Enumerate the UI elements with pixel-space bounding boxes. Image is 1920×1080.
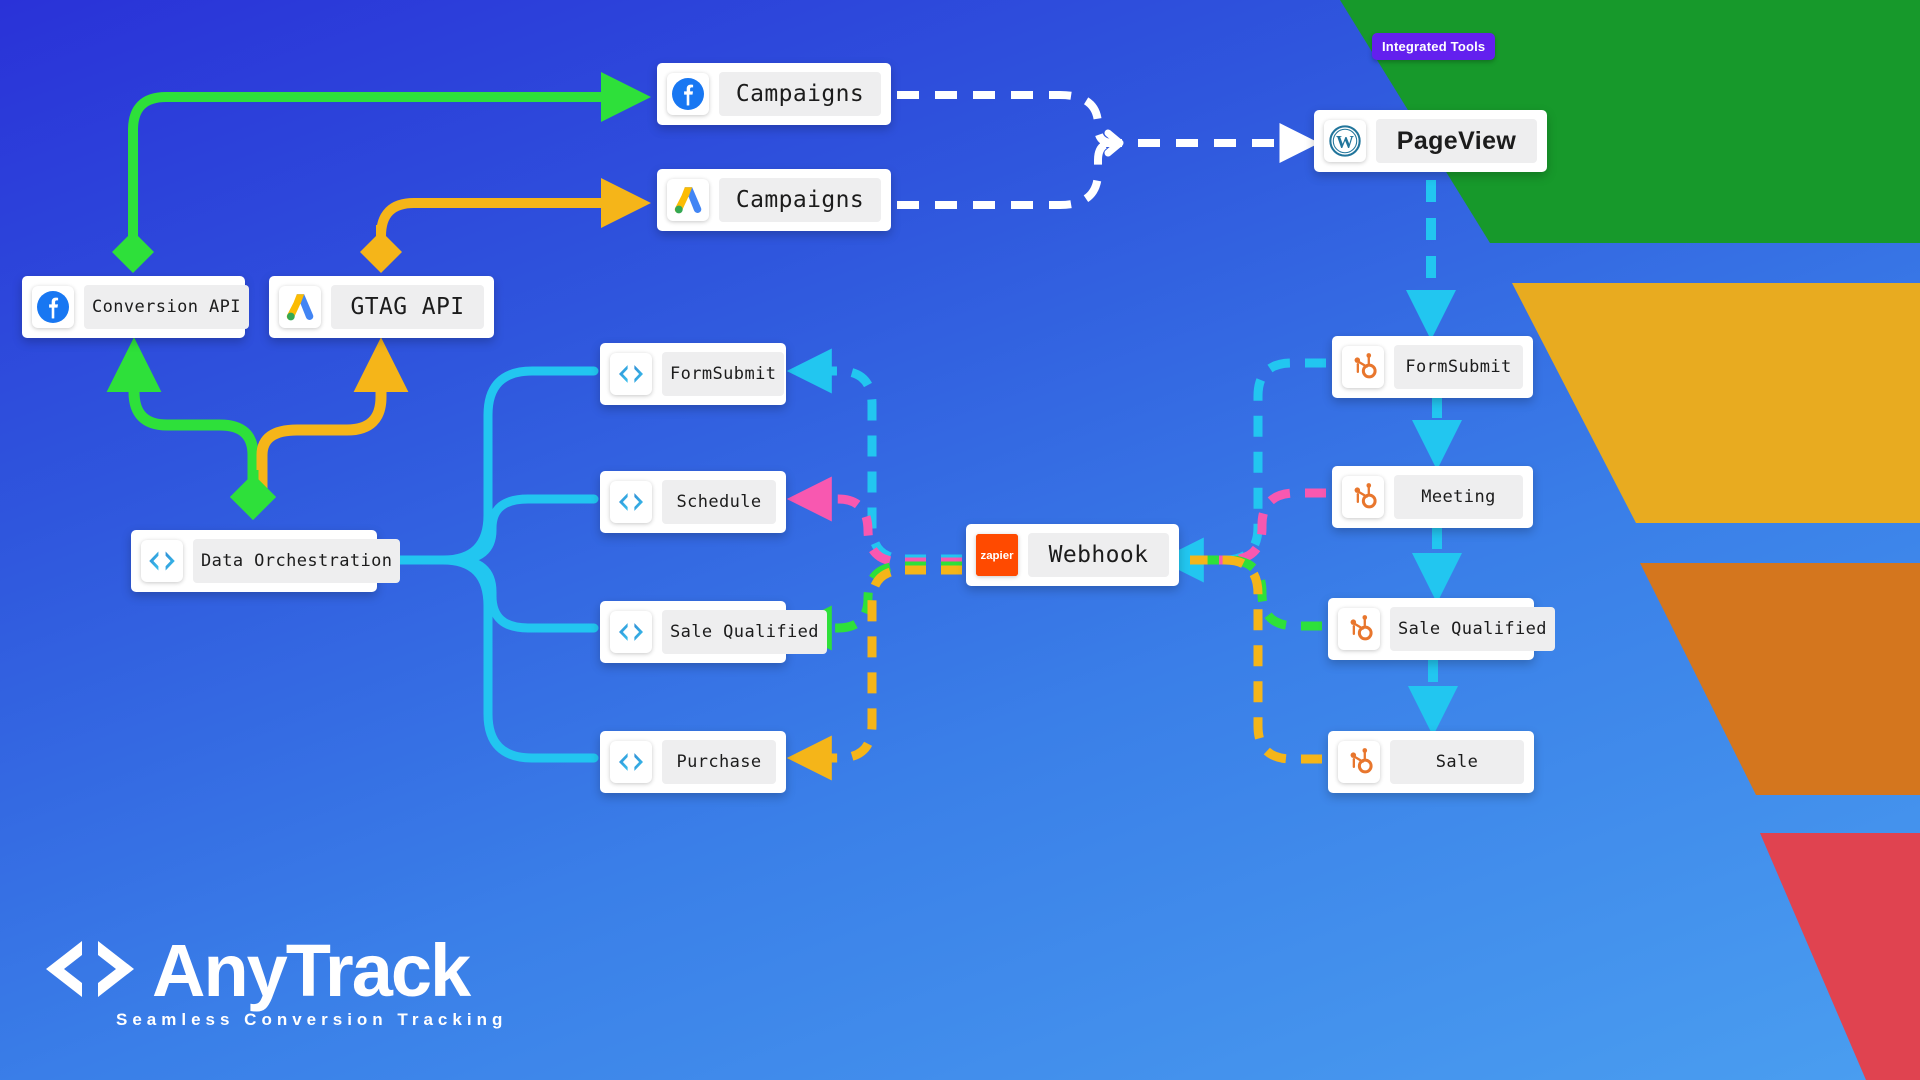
wordpress-icon: W [1324, 120, 1366, 162]
edge-fbcampaigns-to-pageview [897, 91, 1114, 147]
node-event-formsubmit[interactable]: FormSubmit [600, 343, 786, 405]
node-label: Meeting [1394, 475, 1523, 519]
node-event-schedule[interactable]: Schedule [600, 471, 786, 533]
node-hubspot-sale-qualified[interactable]: Sale Qualified [1328, 598, 1555, 660]
hubspot-icon [1338, 608, 1380, 650]
node-label: Campaigns [719, 178, 881, 222]
edge-gtagapi-to-gadscampaigns [376, 178, 651, 255]
node-label: PageView [1376, 119, 1537, 163]
edge-conversionapi-to-fbcampaigns [128, 72, 651, 255]
edge-dataorch-to-formsubmit [374, 366, 599, 565]
node-label: Schedule [662, 480, 776, 524]
edge-hssale-to-webhook [1190, 555, 1322, 764]
svg-text:W: W [1336, 132, 1354, 152]
edge-dataorch-to-conversionapi [106, 337, 259, 511]
code-brackets-icon [610, 611, 652, 653]
code-brackets-icon [42, 935, 138, 1008]
integrated-tools-badge: Integrated Tools [1372, 33, 1496, 60]
node-conversion-api[interactable]: Conversion API [22, 276, 249, 338]
node-label: Purchase [662, 740, 776, 784]
edge-webhook-to-formsubmit [786, 348, 962, 564]
node-data-orchestration[interactable]: Data Orchestration [131, 530, 401, 592]
edge-webhook-to-purchase [786, 565, 962, 781]
funnel-stage-green [1340, 0, 1920, 243]
node-label: FormSubmit [662, 352, 785, 396]
node-googleads-campaigns[interactable]: Campaigns [657, 169, 891, 231]
funnel-stage-red [1760, 833, 1920, 1080]
node-gtag-api[interactable]: GTAG API [269, 276, 494, 338]
hubspot-icon [1342, 476, 1384, 518]
edge-pageview-merge-chevron [1104, 129, 1124, 157]
google-ads-icon [279, 286, 321, 328]
node-label: Conversion API [84, 285, 249, 329]
hubspot-icon [1338, 741, 1380, 783]
node-wordpress-pageview[interactable]: W PageView [1314, 110, 1547, 172]
edge-gadscampaigns-to-pageview [897, 139, 1114, 209]
svg-text:zapier: zapier [980, 550, 1014, 562]
anytrack-logo: AnyTrack Seamless Conversion Tracking [42, 929, 508, 1030]
zapier-icon: zapier [976, 534, 1018, 576]
hubspot-icon [1342, 346, 1384, 388]
facebook-icon [32, 286, 74, 328]
node-hubspot-sale[interactable]: Sale [1328, 731, 1534, 793]
edge-dataorch-to-purchase [374, 555, 599, 763]
edge-webhook-to-schedule [786, 476, 962, 567]
logo-tagline: Seamless Conversion Tracking [116, 1010, 508, 1029]
node-event-sale-qualified[interactable]: Sale Qualified [600, 601, 827, 663]
node-label: Webhook [1028, 533, 1169, 577]
node-zapier-webhook[interactable]: zapier Webhook [966, 524, 1179, 586]
node-label: FormSubmit [1394, 345, 1523, 389]
node-hubspot-meeting[interactable]: Meeting [1332, 466, 1533, 528]
node-label: GTAG API [331, 285, 484, 329]
google-ads-icon [667, 179, 709, 221]
node-hubspot-formsubmit[interactable]: FormSubmit [1332, 336, 1533, 398]
edge-hsformsubmit-to-webhook [1158, 358, 1326, 583]
edge-webhook-to-salequalified [786, 561, 962, 651]
edge-dataorch-to-gtagapi [256, 337, 409, 506]
node-label: Sale Qualified [662, 610, 827, 654]
code-brackets-icon [610, 353, 652, 395]
code-brackets-icon [610, 741, 652, 783]
facebook-icon [667, 73, 709, 115]
funnel-stage-yellow [1512, 283, 1920, 523]
node-event-purchase[interactable]: Purchase [600, 731, 786, 793]
funnel-stage-orange [1640, 563, 1920, 795]
code-brackets-icon [610, 481, 652, 523]
node-label: Sale Qualified [1390, 607, 1555, 651]
node-label: Campaigns [719, 72, 881, 116]
node-label: Data Orchestration [193, 539, 401, 583]
logo-wordmark: AnyTrack [152, 929, 471, 1013]
code-brackets-icon [141, 540, 183, 582]
node-facebook-campaigns[interactable]: Campaigns [657, 63, 891, 125]
node-label: Sale [1390, 740, 1524, 784]
